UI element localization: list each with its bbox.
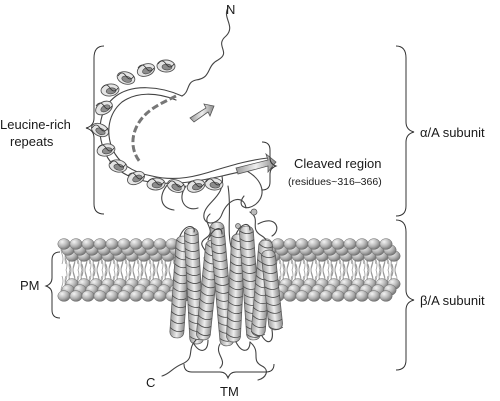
alpha-subunit-label: α/A subunit: [420, 125, 485, 140]
beta-subunit-label: β/A subunit: [420, 293, 485, 308]
cleaved-region-label-line1: Cleaved region: [294, 156, 381, 171]
leucine-rich-label-line2: repeats: [10, 134, 54, 149]
leucine-rich-label-line1: Leucine-rich: [0, 117, 71, 132]
tm-label: TM: [220, 384, 239, 399]
lipid-bilayer-icon: [57, 238, 401, 302]
tm-bracket: [183, 363, 275, 380]
cleaved-region-label-line2: (residues~316–366): [288, 176, 382, 188]
protein-ribbon-icon: [91, 7, 284, 381]
pm-bracket: [44, 251, 61, 319]
cleaved-region-bracket: [261, 141, 278, 191]
c-terminus-label: C: [146, 375, 155, 390]
n-terminus-label: N: [226, 2, 235, 17]
leucine-rich-bracket: [85, 45, 105, 215]
alpha-subunit-bracket: [395, 45, 415, 217]
pm-label: PM: [20, 278, 40, 293]
beta-subunit-bracket: [395, 219, 415, 371]
